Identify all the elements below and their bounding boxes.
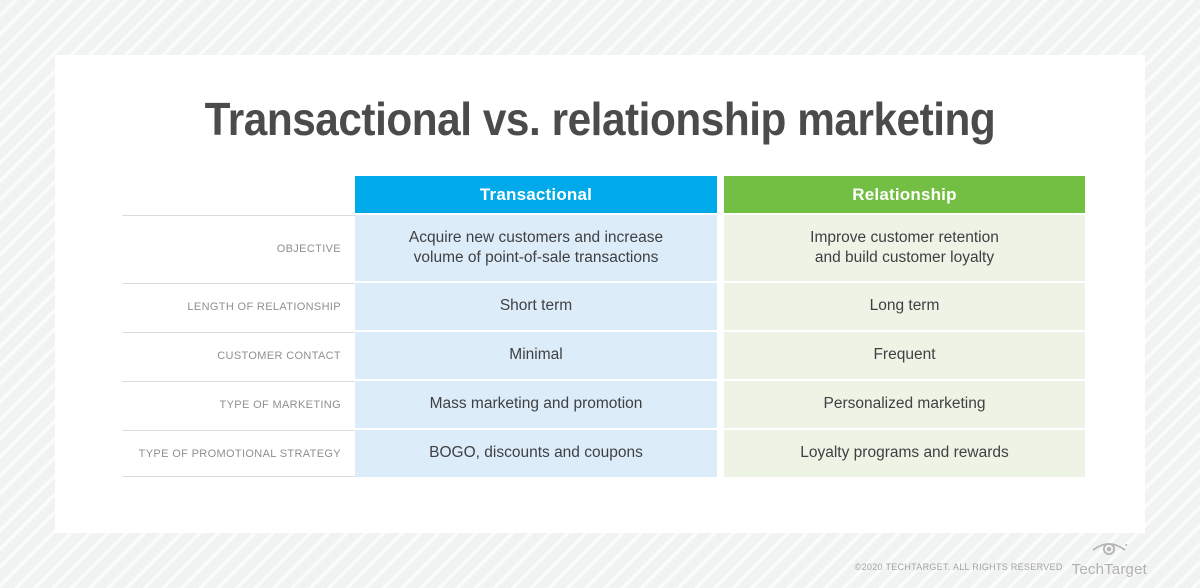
cell-marketing-relationship: Personalized marketing	[724, 381, 1085, 428]
comparison-table: Transactional Relationship OBJECTIVE Acq…	[122, 176, 1085, 477]
cell-marketing-transactional: Mass marketing and promotion	[355, 381, 717, 428]
column-header-transactional: Transactional	[355, 176, 717, 213]
cell-contact-relationship: Frequent	[724, 332, 1085, 379]
cell-length-transactional: Short term	[355, 283, 717, 330]
techtarget-wordmark: TechTarget	[1071, 561, 1147, 578]
techtarget-logo: TechTarget	[1072, 537, 1147, 577]
row-label-customer-contact: CUSTOMER CONTACT	[122, 332, 355, 379]
footer: ©2020 TECHTARGET. ALL RIGHTS RESERVED Te…	[855, 537, 1147, 577]
cell-objective-relationship: Improve customer retention and build cus…	[724, 215, 1085, 281]
infographic-card: Transactional vs. relationship marketing…	[55, 55, 1145, 533]
cell-promo-transactional: BOGO, discounts and coupons	[355, 430, 717, 477]
row-label-type-of-promotional-strategy: TYPE OF PROMOTIONAL STRATEGY	[122, 430, 355, 477]
cell-promo-relationship: Loyalty programs and rewards	[724, 430, 1085, 477]
copyright-text: ©2020 TECHTARGET. ALL RIGHTS RESERVED	[854, 562, 1063, 572]
page-title: Transactional vs. relationship marketing	[204, 93, 996, 145]
row-label-length-of-relationship: LENGTH OF RELATIONSHIP	[122, 283, 355, 330]
row-label-objective: OBJECTIVE	[122, 215, 355, 281]
cell-contact-transactional: Minimal	[355, 332, 717, 379]
eye-target-icon	[1090, 537, 1128, 561]
column-header-relationship: Relationship	[724, 176, 1085, 213]
cell-length-relationship: Long term	[724, 283, 1085, 330]
cell-objective-transactional: Acquire new customers and increase volum…	[355, 215, 717, 281]
row-label-type-of-marketing: TYPE OF MARKETING	[122, 381, 355, 428]
